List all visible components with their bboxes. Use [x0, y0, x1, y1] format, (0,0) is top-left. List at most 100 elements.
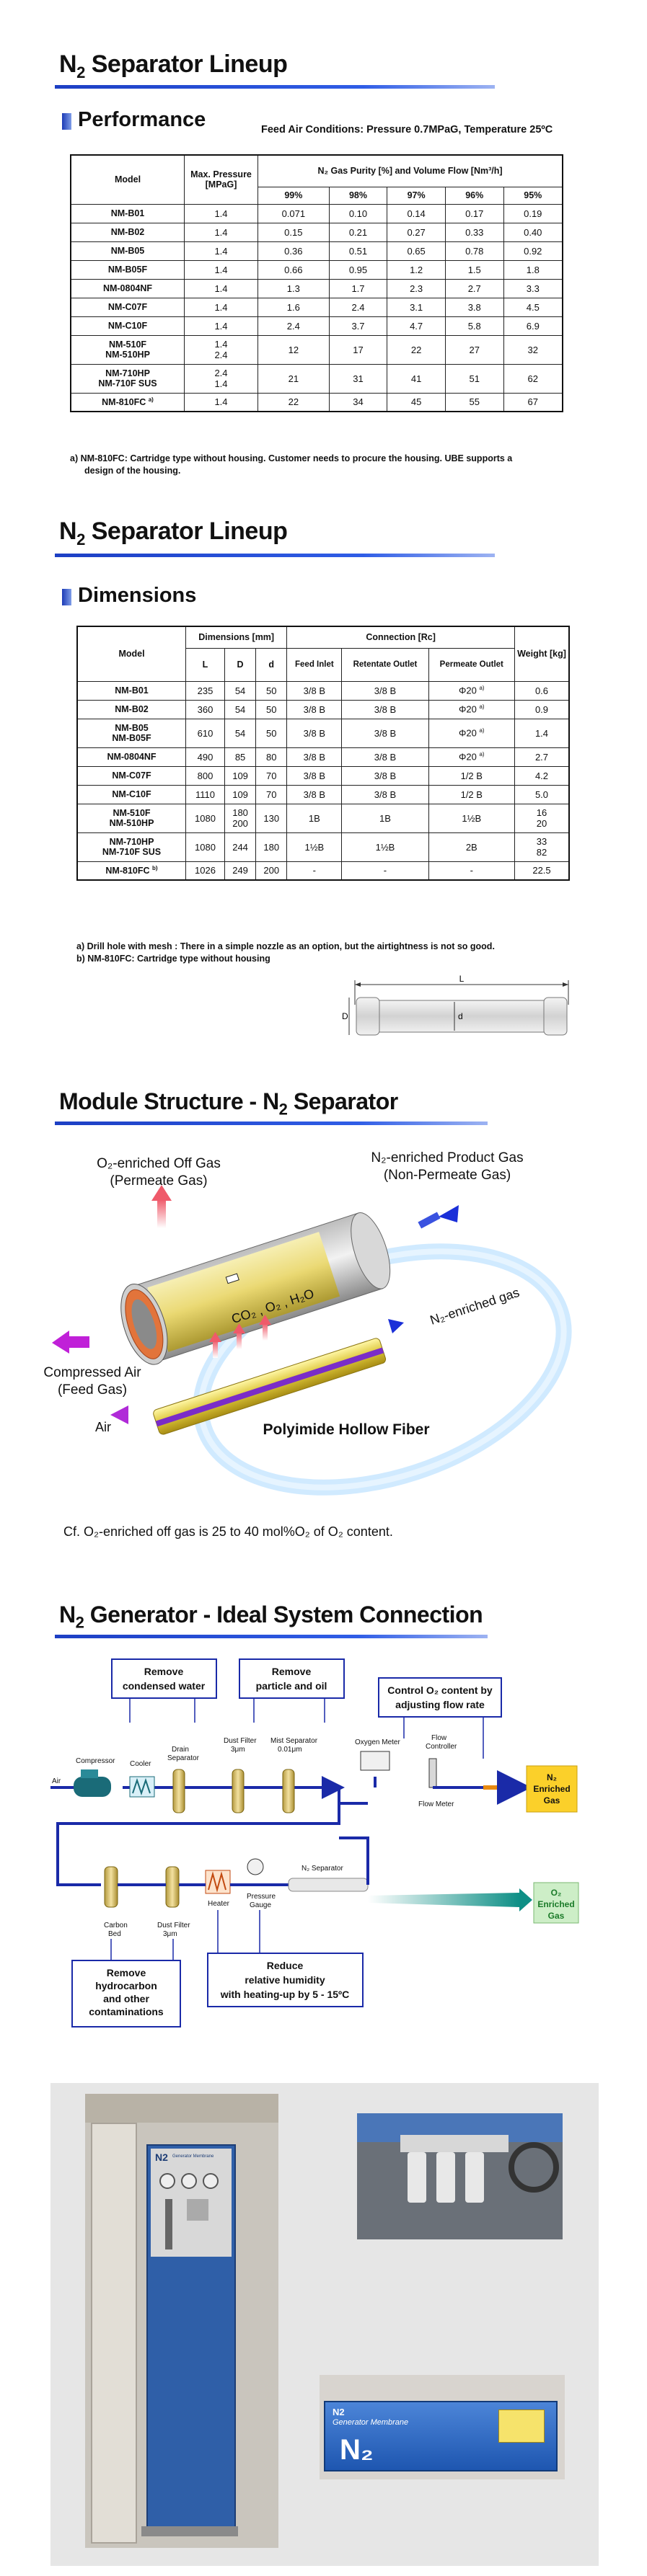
section2-title-rule [55, 554, 495, 557]
label-n2out-3: Gas [544, 1795, 560, 1806]
cell-model: NM-B05 NM-B05F [76, 718, 186, 748]
cell-flow: 55 [444, 392, 504, 412]
drawing-d-label: d [458, 1011, 463, 1021]
cell-l: 360 [185, 699, 225, 719]
cell-model: NM-C07F [70, 297, 185, 317]
cell-ret: 1½B [341, 832, 429, 862]
cell-flow: 34 [328, 392, 388, 412]
cell-weight: 2.7 [514, 747, 570, 767]
cabinet-label: N2 [155, 2151, 168, 2163]
cell-feed: 1B [286, 803, 343, 833]
cell-feed: 3/8 B [286, 680, 343, 701]
cell-permeate: 1½B [428, 803, 516, 833]
header-purity: N₂ Gas Purity [%] and Volume Flow [Nm³/h… [258, 154, 563, 187]
section4-title-rule [55, 1635, 488, 1638]
module-label-2: Generator Membrane [333, 2418, 409, 2427]
cell-flow: 0.071 [258, 203, 330, 223]
cell-d: 85 [224, 747, 257, 767]
module-structure-diagram: O₂-enriched Off Gas (Permeate Gas) N₂-en… [43, 1150, 572, 1496]
cell-flow: 0.10 [328, 203, 388, 223]
cell-feed: 3/8 B [286, 784, 343, 804]
cell-flow: 2.4 [328, 297, 388, 317]
cell-feed: 1½B [286, 832, 343, 862]
cell-flow: 67 [503, 392, 563, 412]
cell-weight: 4.2 [514, 765, 570, 786]
label-n2-gas: N₂-enriched gas [428, 1285, 521, 1328]
callout-particle-box [239, 1658, 345, 1699]
cell-permeate: 1/2 B [428, 784, 516, 804]
cell-permeate: 2B [428, 832, 516, 862]
cell-d: 50 [255, 680, 288, 701]
module-dimension-drawing: L D d [342, 974, 569, 1036]
dust-filter-2-icon [165, 1866, 180, 1908]
cell-flow: 2.7 [444, 278, 504, 298]
label-flowctrl-1: Flow [431, 1734, 447, 1742]
section1-title-rule [55, 85, 495, 89]
section2-bullet [62, 589, 71, 605]
label-carbon-1: Carbon [104, 1922, 128, 1929]
callout-reduce-l2: relative humidity [245, 1974, 325, 1986]
drawing-L-label: L [459, 974, 465, 984]
compressor-icon [74, 1769, 111, 1797]
cell-model: NM-510F NM-510HP [70, 334, 185, 365]
callout-particle-l1: Remove [272, 1666, 312, 1677]
feed-conditions: Feed Air Conditions: Pressure 0.7MPaG, T… [261, 124, 553, 136]
section2-title: N2 Separator Lineup [59, 518, 288, 548]
cell-flow: 6.9 [503, 316, 563, 336]
cell-model: NM-0804NF [76, 747, 186, 767]
cell-ret: 3/8 B [341, 680, 429, 701]
callout-particle-l2: particle and oil [256, 1680, 327, 1692]
cell-flow: 1.7 [328, 278, 388, 298]
cell-l: 610 [185, 718, 225, 748]
label-compressor: Compressor [76, 1757, 115, 1765]
cell-pressure: 1.4 [184, 259, 258, 280]
cell-permeate: Φ20 a) [428, 747, 516, 767]
cell-ret: - [341, 861, 429, 881]
performance-note-line1: a) NM-810FC: Cartridge type without hous… [70, 453, 513, 463]
n2-output-box [526, 1765, 578, 1813]
label-gauge-2: Gauge [250, 1901, 271, 1909]
label-offgas-2: (Permeate Gas) [110, 1173, 207, 1189]
cell-d: 70 [255, 765, 288, 786]
cell-model: NM-B01 [70, 203, 185, 223]
label-flowctrl-2: Controller [426, 1743, 457, 1751]
cell-d: 244 [224, 832, 257, 862]
feed-arrow [52, 1331, 89, 1354]
membrane-module-photo: N2 Generator Membrane N₂ [320, 2375, 565, 2479]
cell-d: 130 [255, 803, 288, 833]
dimensions-note-a: a) Drill hole with mesh : There in a sim… [76, 941, 495, 951]
cell-pressure: 2.4 1.4 [184, 363, 258, 394]
header-dim-col: d [255, 647, 288, 682]
cell-flow: 0.19 [503, 203, 563, 223]
cell-flow: 0.21 [328, 222, 388, 242]
label-air: Air [95, 1420, 111, 1434]
cell-flow: 31 [328, 363, 388, 394]
label-feed-2: (Feed Gas) [58, 1382, 127, 1398]
cell-flow: 2.4 [258, 316, 330, 336]
label-dust2-2: 3μm [163, 1930, 177, 1938]
cell-feed: 3/8 B [286, 765, 343, 786]
callout-hydro-box [71, 1960, 181, 2028]
cell-flow: 2.3 [387, 278, 446, 298]
label-flowmeter: Flow Meter [418, 1800, 454, 1808]
header-purity-col: 97% [387, 186, 446, 205]
callout-reduce-box [207, 1953, 364, 2007]
callout-water-l2: condensed water [123, 1680, 206, 1692]
cell-flow: 0.15 [258, 222, 330, 242]
cell-flow: 3.7 [328, 316, 388, 336]
dust-filter-icon [232, 1769, 245, 1813]
cell-flow: 1.2 [387, 259, 446, 280]
cell-l: 1080 [185, 832, 225, 862]
product-arrow [418, 1205, 459, 1229]
cell-flow: 1.6 [258, 297, 330, 317]
cell-d: 54 [224, 718, 257, 748]
